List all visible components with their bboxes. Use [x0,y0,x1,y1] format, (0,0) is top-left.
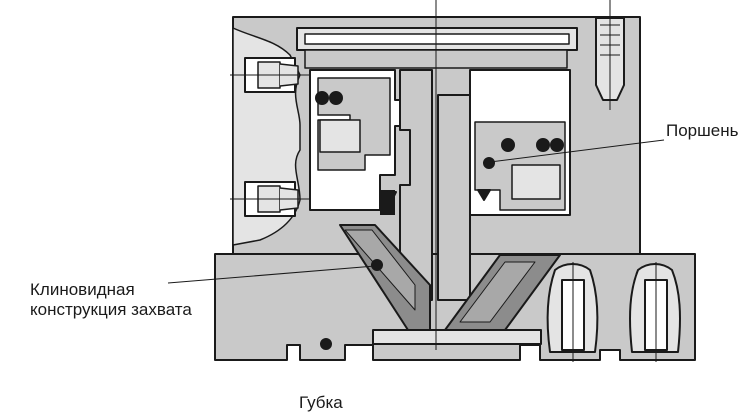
piston-label: Поршень [666,121,739,140]
left-mounting-screw-top [230,57,310,93]
right-rod [437,94,471,301]
left-wedge [339,224,431,331]
jaw-slot [372,329,542,345]
jaw-label: Губка [299,393,343,412]
piston-leader-line [489,139,665,163]
wedge-structure-label: Клиновидная конструкция захвата [30,280,192,320]
top-right-threaded-hole [595,0,625,110]
wedge-label-line-2: конструкция захвата [30,300,192,319]
wedge-label-line-1: Клиновидная [30,280,135,299]
jaw-mounting-hole-right [629,262,681,362]
wedge-leader-line [167,265,376,284]
left-rod [399,69,433,301]
jaw-mounting-hole-left [546,262,599,362]
left-mounting-screw-bottom [230,181,310,217]
